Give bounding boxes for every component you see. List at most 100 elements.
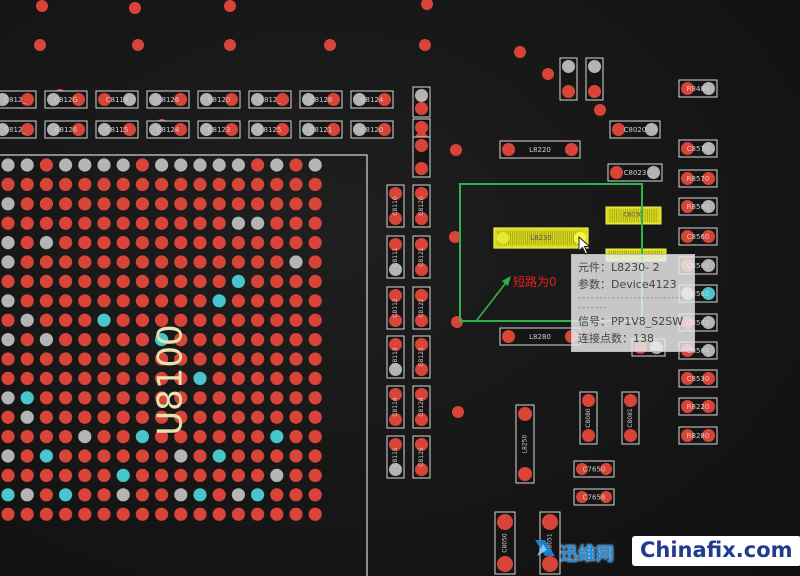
bga-ball: [251, 371, 265, 385]
component-l8250[interactable]: [515, 404, 535, 484]
short-circuit-annotation: 短路为0: [513, 275, 557, 289]
bga-ball: [174, 274, 188, 288]
component-label: C8125: [418, 447, 425, 467]
bga-ball: [231, 274, 245, 288]
component-pad: [389, 187, 402, 200]
bga-ball: [231, 197, 245, 211]
bga-ball: [97, 216, 111, 230]
bga-ball: [39, 507, 54, 521]
bga-ball: [97, 468, 111, 482]
bga-ball: [59, 507, 73, 521]
bga-ball: [135, 197, 149, 211]
component-l8230-highlight[interactable]: [493, 227, 589, 249]
bga-ball: [193, 158, 207, 172]
component-l8220[interactable]: [499, 140, 581, 159]
bga-ball: [231, 177, 245, 191]
tooltip-component: 元件：L8230- 2: [578, 261, 660, 274]
bga-ball: [231, 507, 245, 521]
bga-ball: [308, 507, 322, 521]
bga-ball: [116, 352, 130, 366]
component-pad: [681, 372, 694, 385]
component-label: C8023: [624, 169, 647, 177]
component-label: C8125: [259, 126, 282, 134]
component-pad: [681, 200, 694, 213]
bga-ball: [39, 449, 54, 463]
bga-ball: [174, 216, 188, 230]
component-pad: [681, 429, 694, 442]
bga-ball: [155, 371, 169, 385]
bga-ball: [212, 274, 226, 288]
bga-ball: [270, 391, 284, 405]
bga-ball: [251, 177, 265, 191]
bga-ball: [308, 468, 322, 482]
bga-ball: [135, 410, 149, 424]
bga-ball: [20, 371, 34, 385]
component-pad: [415, 463, 428, 476]
component-pad: [389, 388, 402, 401]
bga-ball: [135, 274, 149, 288]
bga-ball: [270, 216, 284, 230]
bga-ball: [270, 430, 284, 444]
component-pad: [518, 467, 532, 481]
chip-label-u8100: U8100: [151, 324, 191, 435]
bga-ball: [174, 371, 188, 385]
bga-ball: [231, 468, 245, 482]
watermark-site: Chinafix.com: [632, 536, 800, 566]
component-pad: [702, 400, 715, 413]
component-c8023[interactable]: [607, 163, 663, 182]
loose-pad: [36, 0, 48, 12]
bga-ball: [97, 391, 111, 405]
component-label: C812_: [259, 96, 281, 104]
bga-ball: [155, 352, 169, 366]
component-pad: [645, 123, 658, 136]
component-pad: [702, 230, 715, 243]
component-label: C8115: [392, 447, 399, 467]
bga-ball: [116, 255, 130, 269]
bga-ball: [308, 255, 322, 269]
bga-ball: [1, 313, 15, 327]
bga-ball: [251, 507, 265, 521]
bga-ball: [39, 158, 54, 172]
bga-ball: [20, 255, 34, 269]
bga-ball: [20, 236, 34, 250]
component-label: C8126: [157, 96, 180, 104]
component-pad: [415, 162, 428, 175]
component-label: C8112: [392, 298, 399, 318]
bga-ball: [116, 197, 130, 211]
bga-ball: [251, 158, 265, 172]
loose-pad: [450, 144, 462, 156]
bga-ball: [1, 449, 15, 463]
selection-box[interactable]: [459, 183, 643, 322]
component-pad: [582, 429, 595, 442]
bga-ball: [231, 430, 245, 444]
bga-ball: [231, 158, 245, 172]
bga-ball: [308, 410, 322, 424]
bga-ball: [155, 449, 169, 463]
component-label: C8120: [418, 196, 425, 216]
bga-ball: [289, 371, 303, 385]
bga-ball: [308, 488, 322, 502]
bga-ball: [59, 236, 73, 250]
bga-ball: [155, 333, 169, 347]
component-pad: [389, 413, 402, 426]
bga-ball: [59, 352, 73, 366]
component-pad: [389, 438, 402, 451]
bga-ball: [251, 410, 265, 424]
bga-ball: [193, 449, 207, 463]
bga-ball: [59, 177, 73, 191]
bga-ball: [135, 391, 149, 405]
component-pad: [389, 212, 402, 225]
bga-ball: [20, 197, 34, 211]
bga-ball: [270, 294, 284, 308]
component-pad: [276, 123, 289, 136]
bga-ball: [78, 313, 92, 327]
loose-pad: [224, 39, 236, 51]
component-pad: [98, 93, 111, 106]
bga-ball: [78, 488, 92, 502]
bga-ball: [193, 371, 207, 385]
component-pad: [389, 338, 402, 351]
component-pad: [353, 123, 366, 136]
loose-pad: [34, 39, 46, 51]
